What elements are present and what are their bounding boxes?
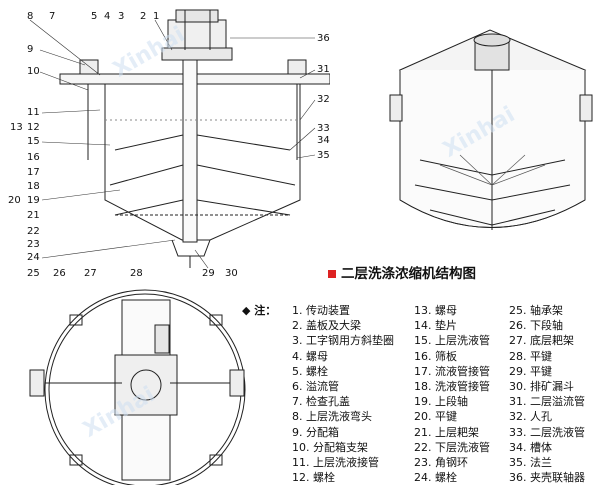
label-24: 24 — [27, 252, 40, 263]
label-34: 34 — [317, 135, 330, 146]
label-28: 28 — [130, 268, 143, 279]
part-item: 14. 垫片 — [414, 319, 457, 333]
label-29: 29 — [202, 268, 215, 279]
part-item: 21. 上层耙架 — [414, 425, 479, 439]
label-36: 36 — [317, 33, 330, 44]
label-23: 23 — [27, 239, 40, 250]
part-item: 17. 流液管接管 — [414, 364, 490, 378]
label-32: 32 — [317, 94, 330, 105]
part-item: 12. 螺栓 — [292, 471, 335, 485]
label-8: 8 — [27, 11, 33, 22]
part-item: 8. 上层洗液弯头 — [292, 410, 372, 424]
part-item: 36. 夹壳联轴器 — [509, 471, 585, 485]
legend-col-2: 13. 螺母 14. 垫片 15. 上层洗液管 16. 筛板 17. 流液管接管… — [414, 303, 490, 485]
part-item: 6. 溢流管 — [292, 379, 339, 393]
part-item: 29. 平键 — [509, 364, 552, 378]
label-31: 31 — [317, 64, 330, 75]
note-label: ◆ 注： — [242, 304, 277, 317]
label-25: 25 — [27, 268, 40, 279]
label-12: 12 — [27, 122, 40, 133]
label-35: 35 — [317, 150, 330, 161]
part-item: 27. 底层耙架 — [509, 334, 574, 348]
label-13: 13 — [10, 122, 23, 133]
part-item: 9. 分配箱 — [292, 425, 339, 439]
part-item: 34. 槽体 — [509, 440, 552, 454]
title-bullet-icon — [328, 270, 336, 278]
part-item: 11. 上层洗液接管 — [292, 455, 379, 469]
front-section-view: 8 7 5 4 3 2 1 9 10 11 13 12 15 16 17 18 … — [8, 9, 330, 279]
part-item: 4. 螺母 — [292, 349, 328, 363]
diagram-title: 二层洗涤浓缩机结构图 — [328, 262, 476, 282]
label-10: 10 — [27, 66, 40, 77]
part-item: 30. 排矿漏斗 — [509, 379, 574, 393]
drive-unit — [167, 19, 227, 51]
label-16: 16 — [27, 152, 40, 163]
part-item: 7. 检查孔盖 — [292, 395, 350, 409]
label-22: 22 — [27, 226, 40, 237]
label-3: 3 — [118, 11, 124, 22]
label-7: 7 — [49, 11, 55, 22]
part-item: 28. 平键 — [509, 349, 552, 363]
perspective-view — [389, 29, 593, 230]
part-item: 32. 人孔 — [509, 410, 552, 424]
part-item: 35. 法兰 — [509, 455, 552, 469]
label-21: 21 — [27, 210, 40, 221]
part-item: 22. 下层洗液管 — [414, 440, 490, 454]
label-33: 33 — [317, 123, 330, 134]
label-9: 9 — [27, 44, 33, 55]
central-shaft — [182, 59, 198, 243]
part-item: 15. 上层洗液管 — [414, 334, 490, 348]
part-item: 33. 二层洗液管 — [509, 425, 585, 439]
part-item: 24. 螺栓 — [414, 471, 457, 485]
label-20: 20 — [8, 195, 21, 206]
label-26: 26 — [53, 268, 66, 279]
label-15: 15 — [27, 136, 40, 147]
label-11: 11 — [27, 107, 40, 118]
legend-col-3: 25. 轴承架 26. 下段轴 27. 底层耙架 28. 平键 29. 平键 3… — [509, 303, 585, 485]
part-item: 5. 螺栓 — [292, 364, 328, 378]
label-30: 30 — [225, 268, 238, 279]
part-item: 31. 二层溢流管 — [509, 395, 585, 409]
label-18: 18 — [27, 181, 40, 192]
part-item: 2. 盖板及大梁 — [292, 319, 361, 333]
legend-col-1: 1. 传动装置 2. 盖板及大梁 3. 工字钢用方斜垫圈 4. 螺母 5. 螺栓… — [292, 303, 394, 485]
part-item: 10. 分配箱支架 — [292, 440, 368, 454]
part-item: 3. 工字钢用方斜垫圈 — [292, 334, 394, 348]
label-1: 1 — [153, 11, 159, 22]
part-item: 26. 下段轴 — [509, 319, 563, 333]
part-item: 25. 轴承架 — [509, 304, 563, 317]
part-item: 23. 角钢环 — [414, 455, 468, 469]
part-item: 1. 传动装置 — [292, 304, 350, 317]
label-2: 2 — [140, 11, 146, 22]
label-4: 4 — [104, 11, 110, 22]
part-item: 19. 上段轴 — [414, 395, 468, 409]
part-item: 20. 平键 — [414, 410, 457, 424]
label-17: 17 — [27, 167, 40, 178]
plan-view — [29, 289, 246, 485]
part-item: 13. 螺母 — [414, 304, 457, 317]
label-19: 19 — [27, 195, 40, 206]
tank-body — [104, 84, 301, 241]
label-27: 27 — [84, 268, 97, 279]
part-item: 18. 洗液管接管 — [414, 379, 490, 393]
discharge-cone — [171, 239, 211, 257]
label-5: 5 — [91, 11, 97, 22]
part-item: 16. 筛板 — [414, 349, 457, 363]
